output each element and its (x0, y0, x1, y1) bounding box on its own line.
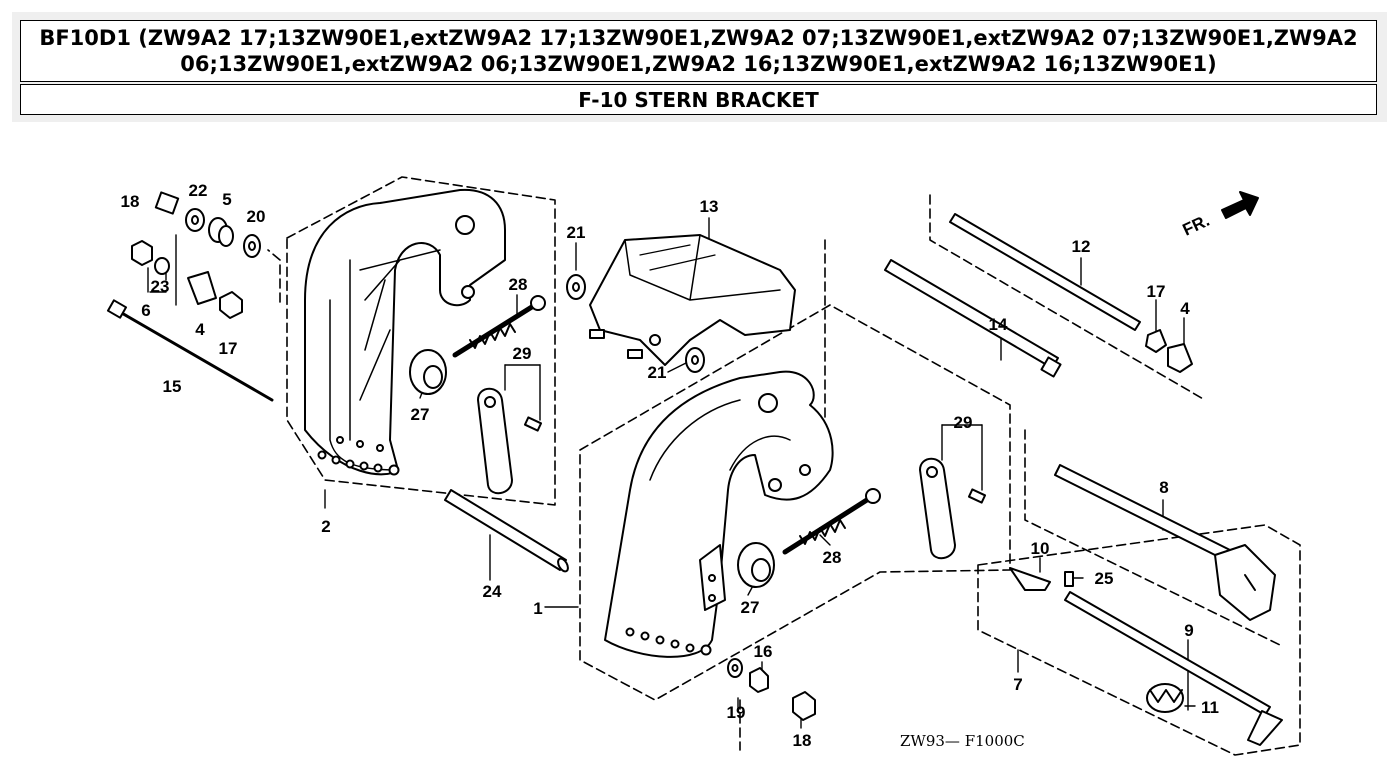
group-outlines (267, 176, 1301, 756)
callout-labels: 18 22 5 20 23 6 4 17 15 2 21 13 21 28 29… (121, 181, 1219, 750)
callout-6: 6 (141, 301, 150, 320)
callout-27-right: 27 (741, 598, 760, 617)
model-title-line-2: 06;13ZW90E1,extZW9A2 06;13ZW90E1,ZW9A2 1… (180, 52, 1217, 76)
callout-1: 1 (533, 599, 542, 618)
callout-2: 2 (321, 517, 330, 536)
callout-14: 14 (989, 315, 1008, 334)
callout-4-left: 4 (195, 320, 205, 339)
callout-17-right: 17 (1147, 282, 1166, 301)
front-direction-label: FR. (1180, 211, 1213, 240)
callout-29-right: 29 (954, 413, 973, 432)
callout-7: 7 (1013, 675, 1022, 694)
callout-18-bottom: 18 (793, 731, 812, 750)
drawing-code: ZW93— F1000C (900, 732, 1025, 750)
part-28-springs (452, 295, 881, 555)
callout-21-bottom: 21 (648, 363, 667, 382)
callout-16: 16 (754, 642, 773, 661)
callout-18: 18 (121, 192, 140, 211)
callout-21-top: 21 (567, 223, 586, 242)
part-1-clamp-bracket (604, 370, 834, 658)
callout-28-left: 28 (509, 275, 528, 294)
section-title: F-10 STERN BRACKET (20, 84, 1377, 115)
callout-11: 11 (1201, 698, 1219, 717)
part-21-washers (566, 274, 705, 373)
model-title-box: BF10D1 (ZW9A2 17;13ZW90E1,extZW9A2 17;13… (20, 20, 1377, 82)
callout-13: 13 (700, 197, 719, 216)
callout-24: 24 (483, 582, 502, 601)
callout-29-left: 29 (513, 344, 532, 363)
callout-20: 20 (247, 207, 266, 226)
callout-8: 8 (1159, 478, 1168, 497)
callout-27-left: 27 (411, 405, 430, 424)
callout-9: 9 (1184, 621, 1193, 640)
callout-12: 12 (1072, 237, 1091, 256)
callout-23: 23 (151, 277, 170, 296)
callout-15: 15 (163, 377, 182, 396)
callout-4-right: 4 (1180, 299, 1190, 318)
part-27-knobs (409, 349, 775, 588)
small-hardware (131, 191, 1193, 721)
callout-19: 19 (727, 703, 746, 722)
part-13-tilt-bracket (589, 234, 796, 366)
callout-10: 10 (1031, 539, 1050, 558)
part-2-clamp-bracket (304, 188, 506, 476)
part-29-links (477, 387, 987, 560)
model-title-line-1: BF10D1 (ZW9A2 17;13ZW90E1,extZW9A2 17;13… (39, 26, 1358, 50)
callout-22: 22 (189, 181, 208, 200)
callout-17-left: 17 (219, 339, 238, 358)
shafts-and-bolts (106, 213, 1283, 746)
callout-5: 5 (222, 190, 231, 209)
callout-28-right: 28 (823, 548, 842, 567)
header-panel: BF10D1 (ZW9A2 17;13ZW90E1,extZW9A2 17;13… (12, 12, 1387, 122)
front-direction-arrow: FR. (1180, 191, 1259, 240)
callout-25: 25 (1095, 569, 1114, 588)
